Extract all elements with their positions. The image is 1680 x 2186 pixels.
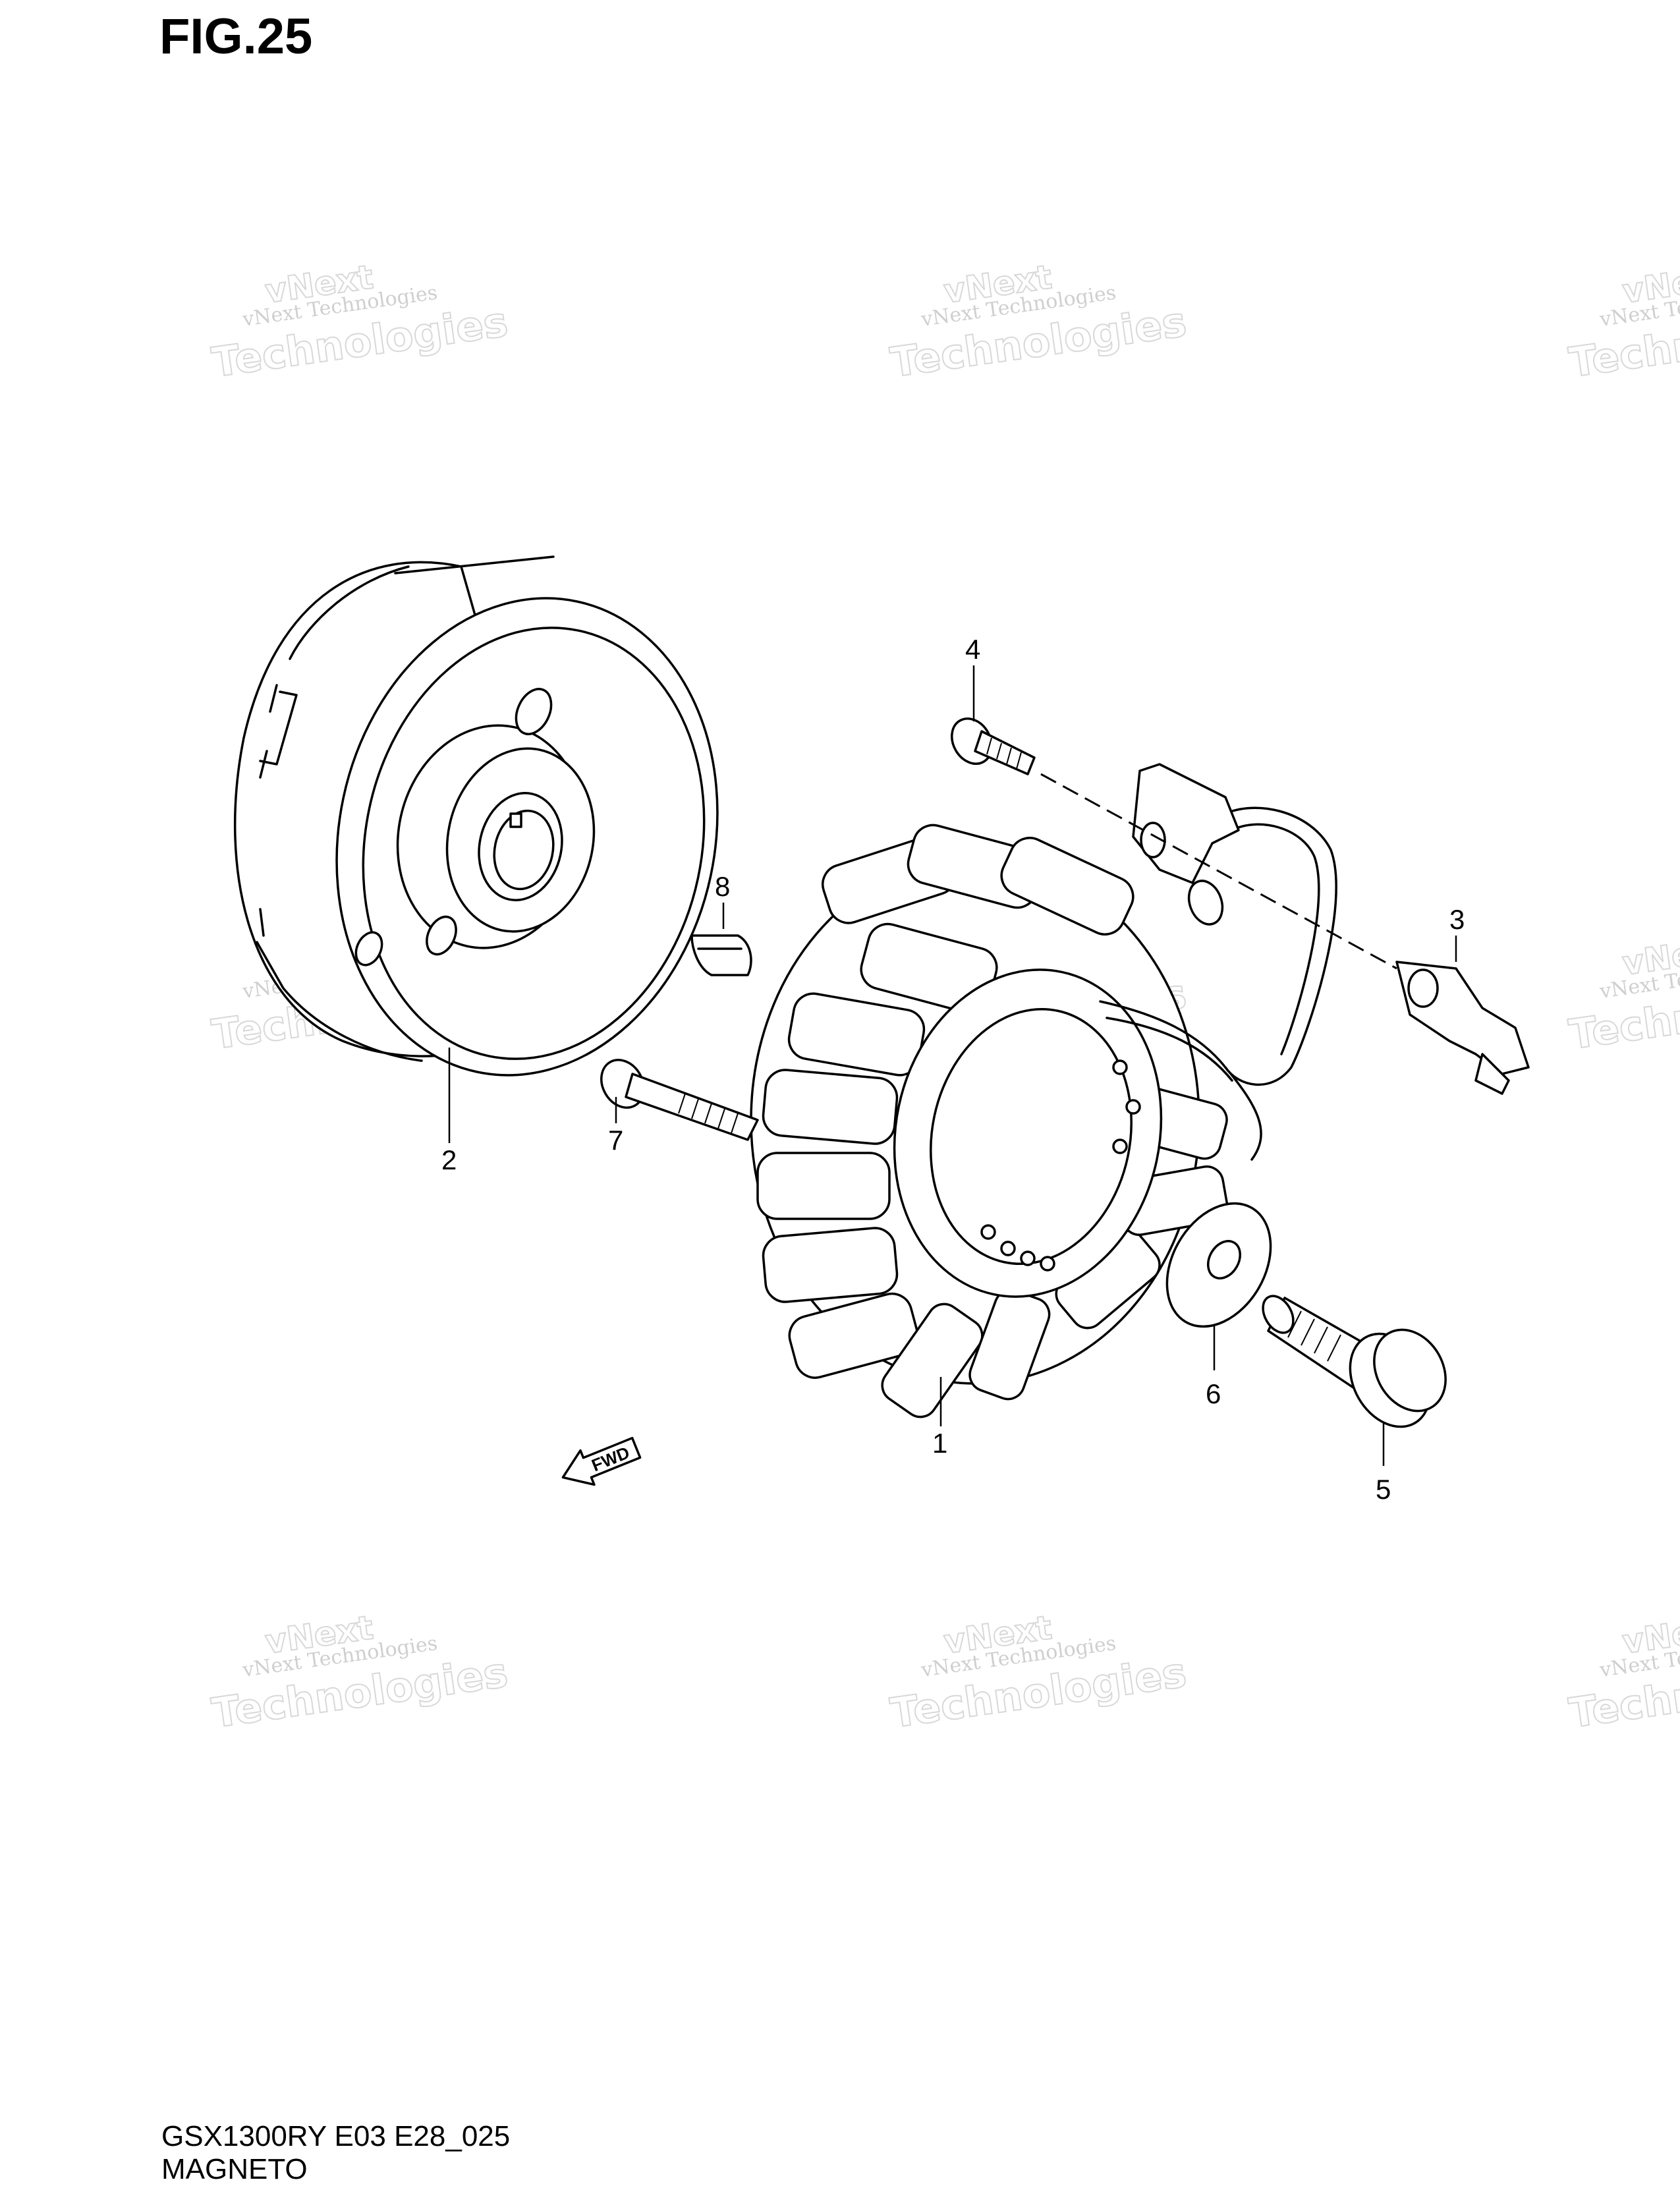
svg-text:vNext: vNext [1620, 930, 1680, 982]
assembly-line [1040, 773, 1397, 970]
part-flange-bolt-5 [1262, 1295, 1447, 1428]
part-stator [750, 824, 1262, 1418]
part-washer-6 [1165, 1202, 1272, 1328]
part-bolt-7 [600, 1059, 759, 1141]
svg-text:vNext: vNext [1620, 1608, 1680, 1661]
part-key-8 [690, 934, 752, 976]
callout-7: 7 [608, 1125, 623, 1156]
part-rotor [233, 555, 719, 1077]
watermark-9: vNext Technologies vNext Technologies [1565, 1608, 1680, 1738]
footer-model-code: GSX1300RY E03 E28_025 [161, 2120, 511, 2152]
callout-2: 2 [441, 1144, 457, 1175]
callout-8: 8 [715, 871, 730, 902]
callout-3: 3 [1449, 904, 1465, 935]
fwd-direction-arrow: FWD [561, 1436, 642, 1486]
svg-text:vNext: vNext [1620, 258, 1680, 310]
watermark-3: vNext Technologies vNext Technologies [1565, 257, 1680, 387]
callout-1: 1 [932, 1428, 947, 1459]
part-screw-4 [951, 717, 1036, 775]
watermark-1: vNext Technologies vNext Technologies [208, 257, 511, 387]
watermark-6: vNext Technologies vNext Technologies [1565, 929, 1680, 1059]
watermark-8: vNext Technologies vNext Technologies [887, 1608, 1190, 1738]
callout-4: 4 [965, 634, 980, 665]
watermark-7: vNext Technologies vNext Technologies [208, 1608, 511, 1738]
callout-5: 5 [1376, 1474, 1391, 1505]
figure-title: FIG.25 [159, 9, 313, 65]
callout-6: 6 [1206, 1378, 1221, 1409]
leader-lines [448, 665, 1457, 1466]
watermark-2: vNext Technologies vNext Technologies [887, 257, 1190, 387]
part-wire-guide [1132, 763, 1530, 1095]
